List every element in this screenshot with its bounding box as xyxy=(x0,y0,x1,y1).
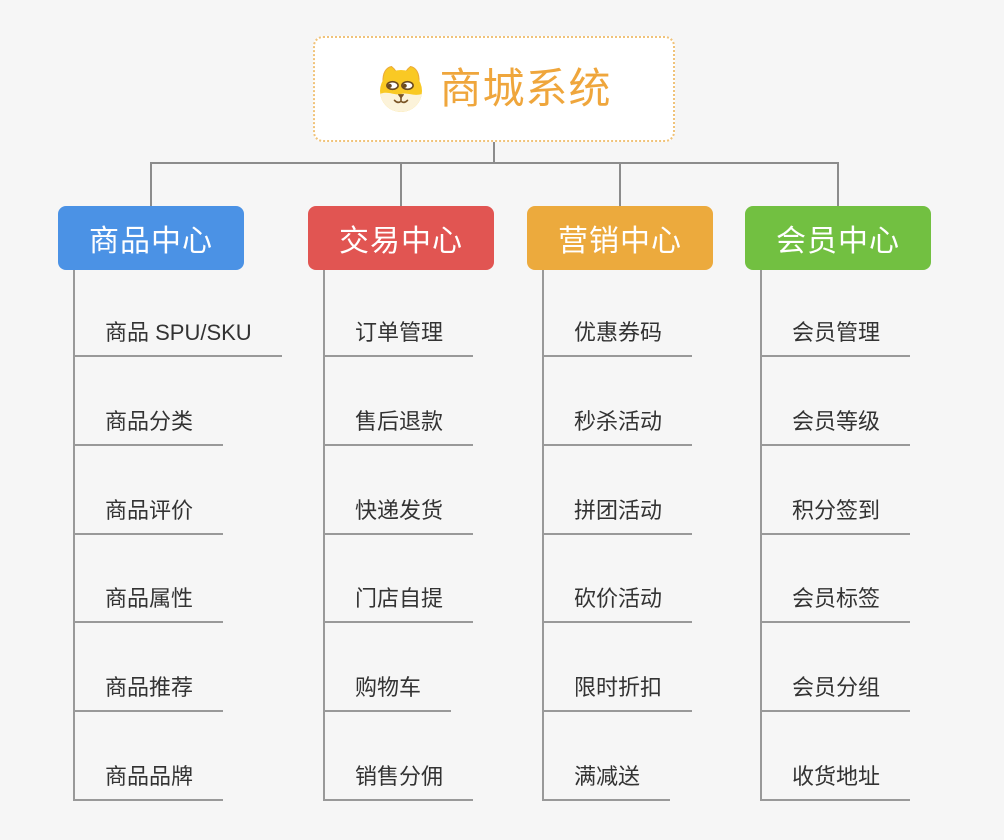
branch-node-2[interactable]: 营销中心 xyxy=(527,206,713,270)
child-node[interactable]: 拼团活动 xyxy=(542,498,693,535)
child-node[interactable]: 砍价活动 xyxy=(542,586,693,623)
child-node[interactable]: 限时折扣 xyxy=(542,675,693,712)
child-node[interactable]: 商品评价 xyxy=(73,498,224,535)
root-label: 商城系统 xyxy=(439,65,612,112)
branch-drop-line-1 xyxy=(399,161,403,206)
child-node[interactable]: 收货地址 xyxy=(760,764,911,801)
branch-rail-line-1 xyxy=(323,270,325,801)
branch-drop-line-0 xyxy=(149,161,153,206)
branch-drop-line-3 xyxy=(836,161,840,206)
child-node[interactable]: 商品品牌 xyxy=(73,764,224,801)
child-node[interactable]: 商品属性 xyxy=(73,586,224,623)
child-node[interactable]: 商品推荐 xyxy=(73,675,224,712)
branch-drop-line-2 xyxy=(618,161,622,206)
branch-rail-line-0 xyxy=(73,270,75,801)
child-node[interactable]: 会员分组 xyxy=(760,675,911,712)
child-node[interactable]: 门店自提 xyxy=(323,586,474,623)
child-node[interactable]: 商品分类 xyxy=(73,409,224,446)
child-node[interactable]: 会员管理 xyxy=(760,320,911,357)
branch-node-1[interactable]: 交易中心 xyxy=(308,206,494,270)
branch-node-0[interactable]: 商品中心 xyxy=(58,206,244,270)
branch-rail-line-3 xyxy=(760,270,762,801)
child-node[interactable]: 会员标签 xyxy=(760,586,911,623)
branch-rail-line-2 xyxy=(542,270,544,801)
child-node[interactable]: 购物车 xyxy=(323,675,452,712)
root-stub-line xyxy=(492,142,496,164)
child-node[interactable]: 积分签到 xyxy=(760,498,911,535)
child-node[interactable]: 销售分佣 xyxy=(323,764,474,801)
child-node[interactable]: 售后退款 xyxy=(323,409,474,446)
child-node[interactable]: 商品 SPU/SKU xyxy=(73,320,282,357)
child-node[interactable]: 秒杀活动 xyxy=(542,409,693,446)
child-node[interactable]: 快递发货 xyxy=(323,498,474,535)
child-node[interactable]: 满减送 xyxy=(542,764,671,801)
doge-icon xyxy=(376,64,426,114)
root-node[interactable]: 商城系统 xyxy=(313,36,675,142)
branch-node-3[interactable]: 会员中心 xyxy=(745,206,931,270)
child-node[interactable]: 订单管理 xyxy=(323,320,474,357)
child-node[interactable]: 会员等级 xyxy=(760,409,911,446)
spine-line xyxy=(149,161,840,164)
child-node[interactable]: 优惠券码 xyxy=(542,320,693,357)
